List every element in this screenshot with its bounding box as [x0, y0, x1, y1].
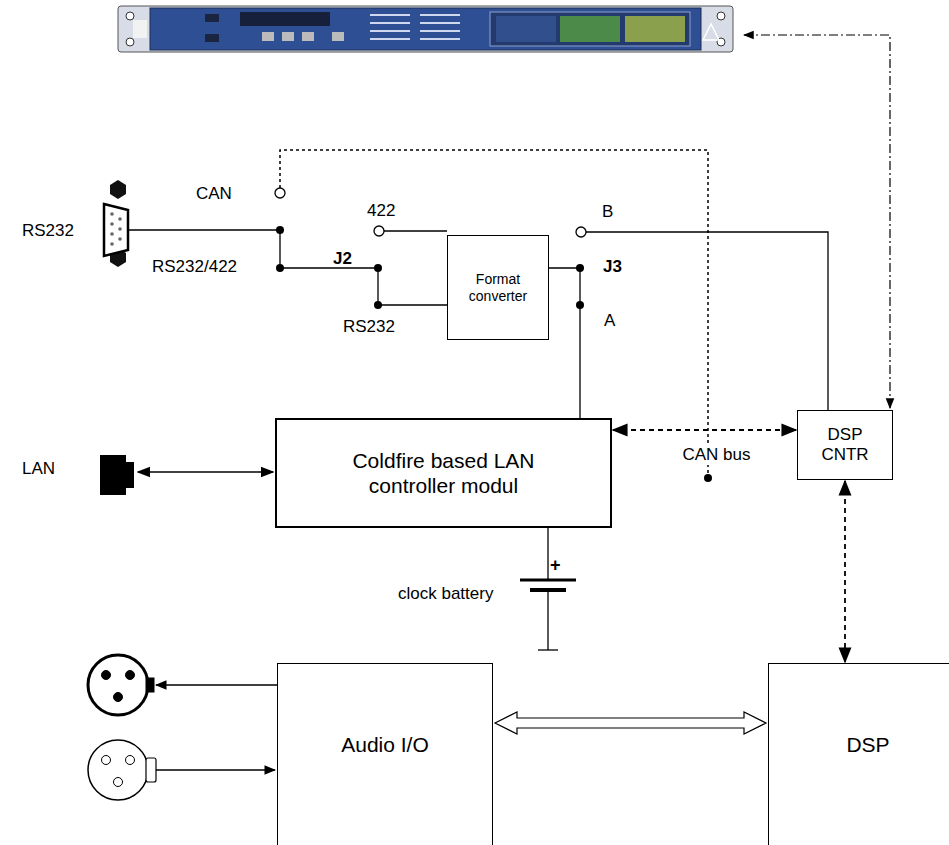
signal-label: RS232 — [22, 222, 74, 241]
signal-label: CAN — [196, 185, 232, 204]
signal-label: B — [602, 203, 613, 222]
signal-label: + — [550, 556, 561, 576]
block-box: Audio I/O — [277, 663, 493, 845]
switch-contacts — [275, 188, 586, 237]
signal-label: 422 — [367, 202, 395, 221]
signal-wires — [128, 230, 828, 418]
box-text: Audio I/O — [341, 732, 429, 757]
box-text: DSP CNTR — [803, 425, 887, 466]
xlr-connectors — [88, 655, 277, 800]
data-bus-arrow — [495, 712, 766, 734]
edge-label: CAN bus — [680, 446, 752, 465]
bus-connector — [613, 429, 796, 431]
signal-label: RS232 — [343, 318, 395, 337]
signal-label: LAN — [22, 460, 55, 479]
remote-link — [744, 35, 890, 408]
box-text: Format converter — [453, 271, 543, 305]
signal-label: J2 — [333, 250, 352, 269]
block-box: Format converter — [447, 235, 549, 340]
rack-device — [118, 6, 733, 52]
box-text: Coldfire based LAN controller modul — [324, 448, 564, 498]
box-text: DSP — [846, 732, 889, 757]
clock-battery-symbol — [520, 528, 576, 650]
signal-label: RS232/422 — [152, 258, 237, 277]
block-box: Coldfire based LAN controller modul — [275, 418, 612, 528]
signal-label: J3 — [603, 258, 622, 277]
signal-label: clock battery — [398, 585, 493, 604]
db9-connector — [104, 180, 128, 267]
signal-label: A — [604, 312, 615, 331]
block-box: DSP — [768, 663, 949, 845]
bus-connector — [844, 481, 846, 662]
lan-connector — [100, 455, 273, 495]
block-box: DSP CNTR — [797, 410, 893, 480]
